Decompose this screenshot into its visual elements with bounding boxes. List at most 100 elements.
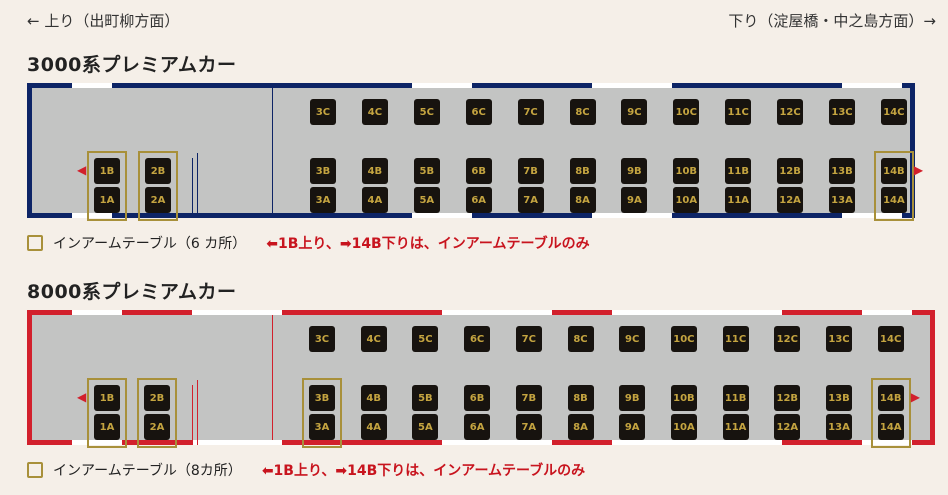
seat-11A[interactable]: 11A bbox=[725, 187, 752, 213]
seat-6A[interactable]: 6A bbox=[465, 187, 492, 213]
window bbox=[442, 440, 552, 445]
seat-13B[interactable]: 13B bbox=[829, 158, 855, 184]
seat-9C[interactable]: 9C bbox=[619, 326, 646, 352]
seat-10B[interactable]: 10B bbox=[673, 158, 700, 184]
seat-1B[interactable]: 1B bbox=[94, 158, 120, 184]
seat-13A[interactable]: 13A bbox=[829, 187, 855, 213]
partition bbox=[272, 315, 273, 415]
seat-2A[interactable]: 2A bbox=[145, 187, 171, 213]
window bbox=[862, 440, 912, 445]
arrow-right-icon: ▶ bbox=[913, 163, 924, 177]
seat-14C[interactable]: 14C bbox=[877, 326, 904, 352]
seat-10A[interactable]: 10A bbox=[670, 414, 697, 440]
seat-9B[interactable]: 9B bbox=[621, 158, 648, 184]
seat-7B[interactable]: 7B bbox=[517, 158, 544, 184]
seat-8A[interactable]: 8A bbox=[569, 187, 596, 213]
seat-14A[interactable]: 14A bbox=[877, 414, 904, 440]
seat-1A[interactable]: 1A bbox=[94, 414, 120, 440]
window bbox=[412, 83, 472, 88]
seat-10A[interactable]: 10A bbox=[673, 187, 700, 213]
seat-11B[interactable]: 11B bbox=[722, 385, 749, 411]
seat-10B[interactable]: 10B bbox=[670, 385, 697, 411]
seat-12A[interactable]: 12A bbox=[774, 414, 801, 440]
armrest-table-frame bbox=[302, 378, 342, 448]
seat-5C[interactable]: 5C bbox=[413, 99, 440, 125]
armrest-table-frame bbox=[87, 151, 127, 221]
seat-4B[interactable]: 4B bbox=[361, 158, 388, 184]
seat-2A[interactable]: 2A bbox=[144, 414, 170, 440]
seat-3B[interactable]: 3B bbox=[310, 158, 336, 184]
seat-12B[interactable]: 12B bbox=[774, 385, 801, 411]
seat-8B[interactable]: 8B bbox=[569, 158, 596, 184]
partition bbox=[197, 380, 198, 445]
partition bbox=[272, 385, 273, 440]
seat-14C[interactable]: 14C bbox=[880, 99, 907, 125]
seat-5A[interactable]: 5A bbox=[413, 187, 440, 213]
seat-6B[interactable]: 6B bbox=[465, 158, 492, 184]
seat-12C[interactable]: 12C bbox=[774, 326, 801, 352]
seat-9A[interactable]: 9A bbox=[619, 414, 646, 440]
seat-14B[interactable]: 14B bbox=[880, 158, 907, 184]
seat-3B[interactable]: 3B bbox=[309, 385, 335, 411]
window bbox=[72, 213, 112, 218]
seat-4C[interactable]: 4C bbox=[361, 99, 388, 125]
seat-6C[interactable]: 6C bbox=[464, 326, 491, 352]
seat-7B[interactable]: 7B bbox=[515, 385, 542, 411]
seat-12B[interactable]: 12B bbox=[777, 158, 804, 184]
direction-down-label: 下り（淀屋橋・中之島方面）→ bbox=[728, 12, 936, 30]
seat-11B[interactable]: 11B bbox=[725, 158, 752, 184]
seat-6C[interactable]: 6C bbox=[465, 99, 492, 125]
seat-14B[interactable]: 14B bbox=[877, 385, 904, 411]
seat-3C[interactable]: 3C bbox=[310, 99, 336, 125]
seat-3C[interactable]: 3C bbox=[309, 326, 335, 352]
seat-11A[interactable]: 11A bbox=[722, 414, 749, 440]
seat-11C[interactable]: 11C bbox=[722, 326, 749, 352]
legend-text: インアームテーブル（6 カ所） bbox=[53, 236, 247, 252]
seat-1B[interactable]: 1B bbox=[94, 385, 120, 411]
seat-11C[interactable]: 11C bbox=[725, 99, 752, 125]
seat-9C[interactable]: 9C bbox=[621, 99, 648, 125]
armrest-table-legend-icon bbox=[27, 235, 43, 251]
seat-3A[interactable]: 3A bbox=[309, 414, 335, 440]
seat-10C[interactable]: 10C bbox=[670, 326, 697, 352]
seat-13C[interactable]: 13C bbox=[826, 326, 852, 352]
seat-8A[interactable]: 8A bbox=[567, 414, 594, 440]
seat-7A[interactable]: 7A bbox=[515, 414, 542, 440]
seat-12C[interactable]: 12C bbox=[777, 99, 804, 125]
seat-6B[interactable]: 6B bbox=[464, 385, 491, 411]
arrow-left-icon: ◀ bbox=[77, 390, 87, 404]
armrest-table-frame bbox=[873, 151, 914, 221]
seat-3A[interactable]: 3A bbox=[310, 187, 336, 213]
seat-4C[interactable]: 4C bbox=[360, 326, 387, 352]
seat-6A[interactable]: 6A bbox=[464, 414, 491, 440]
seat-2B[interactable]: 2B bbox=[145, 158, 171, 184]
seat-1A[interactable]: 1A bbox=[94, 187, 120, 213]
seat-5B[interactable]: 5B bbox=[413, 158, 440, 184]
seat-2B[interactable]: 2B bbox=[144, 385, 170, 411]
seat-8B[interactable]: 8B bbox=[567, 385, 594, 411]
seat-13B[interactable]: 13B bbox=[826, 385, 852, 411]
seat-9B[interactable]: 9B bbox=[619, 385, 646, 411]
seat-13C[interactable]: 13C bbox=[829, 99, 855, 125]
seat-12A[interactable]: 12A bbox=[777, 187, 804, 213]
window bbox=[612, 440, 782, 445]
seat-7A[interactable]: 7A bbox=[517, 187, 544, 213]
seat-13A[interactable]: 13A bbox=[826, 414, 852, 440]
seat-10C[interactable]: 10C bbox=[673, 99, 700, 125]
seat-5C[interactable]: 5C bbox=[412, 326, 439, 352]
seat-9A[interactable]: 9A bbox=[621, 187, 648, 213]
car-8000-title: 8000系プレミアムカー bbox=[27, 281, 237, 303]
seat-4B[interactable]: 4B bbox=[360, 385, 387, 411]
seat-14A[interactable]: 14A bbox=[880, 187, 907, 213]
seat-8C[interactable]: 8C bbox=[569, 99, 596, 125]
seat-4A[interactable]: 4A bbox=[360, 414, 387, 440]
seat-5A[interactable]: 5A bbox=[412, 414, 439, 440]
seat-8C[interactable]: 8C bbox=[567, 326, 594, 352]
partition bbox=[197, 153, 198, 218]
seat-5B[interactable]: 5B bbox=[412, 385, 439, 411]
arrow-left-icon: ◀ bbox=[77, 163, 87, 177]
car-8000-legend: インアームテーブル（8カ所） ⬅1B上り、➡14B下りは、インアームテーブルのみ bbox=[27, 460, 585, 480]
seat-7C[interactable]: 7C bbox=[515, 326, 542, 352]
seat-4A[interactable]: 4A bbox=[361, 187, 388, 213]
seat-7C[interactable]: 7C bbox=[517, 99, 544, 125]
